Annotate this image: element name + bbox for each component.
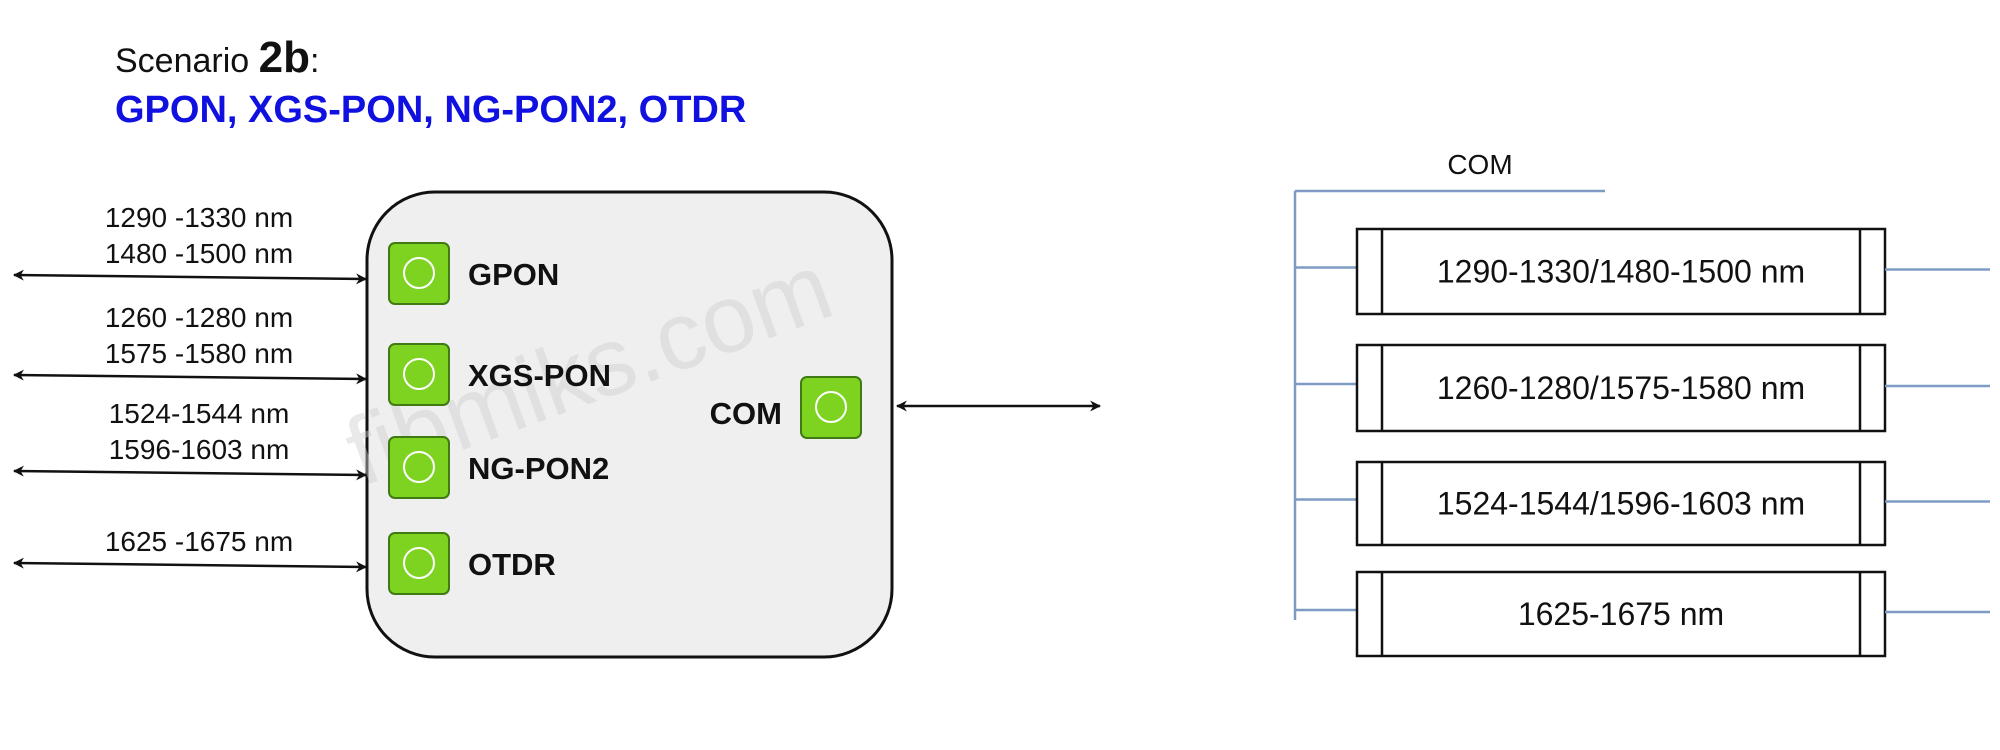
band-label: 1596-1603 nm <box>109 434 290 465</box>
port-row-xgs-pon: 1260 -1280 nm 1575 -1580 nm XGS-PON <box>12 302 611 406</box>
port-row-gpon: 1290 -1330 nm 1480 -1500 nm GPON <box>12 202 559 305</box>
port-connector-gpon[interactable] <box>388 242 450 305</box>
scenario-subtitle: GPON, XGS-PON, NG-PON2, OTDR <box>115 89 746 131</box>
scenario-suffix: : <box>310 42 319 80</box>
port-label-otdr: OTDR <box>468 547 556 582</box>
filter-box <box>1355 570 1887 658</box>
band-label: 1260 -1280 nm <box>105 302 293 333</box>
filter-2: 1260-1280/1575-1580 nm <box>1295 343 1990 433</box>
scenario-prefix: Scenario <box>115 42 259 80</box>
port-row-otdr: 1625 -1675 nm OTDR <box>12 526 556 595</box>
filter-4: 1625-1675 nm <box>1295 570 1990 658</box>
port-connector-ng-pon2[interactable] <box>388 436 450 499</box>
port-label-gpon: GPON <box>468 257 559 292</box>
com-port[interactable] <box>800 376 862 439</box>
band-label: 1480 -1500 nm <box>105 238 293 269</box>
band-label: 1290 -1330 nm <box>105 202 293 233</box>
connector-ring-icon <box>403 547 435 579</box>
connector-ring-icon <box>403 358 435 390</box>
band-label: 1575 -1580 nm <box>105 338 293 369</box>
filter-box <box>1355 227 1887 316</box>
connector-ring-icon <box>815 391 847 423</box>
band-label: 1625 -1675 nm <box>105 526 293 557</box>
port-label-ng-pon2: NG-PON2 <box>468 451 609 486</box>
wdm-module <box>365 190 894 659</box>
filter-label: 1524-1544/1596-1603 nm <box>1437 486 1805 522</box>
filter-1: 1290-1330/1480-1500 nm <box>1295 227 1990 316</box>
filter-label: 1260-1280/1575-1580 nm <box>1437 370 1805 406</box>
signal-arrow <box>12 269 368 285</box>
port-connector-xgs-pon[interactable] <box>388 343 450 406</box>
filter-3: 1524-1544/1596-1603 nm <box>1295 460 1990 547</box>
signal-arrow <box>12 369 368 385</box>
filter-box <box>1355 460 1887 547</box>
com-port-label: COM <box>710 396 782 431</box>
port-label-xgs-pon: XGS-PON <box>468 358 611 393</box>
port-group: 1290 -1330 nm 1480 -1500 nm GPON 1260 -1280… <box>12 202 611 595</box>
connector-ring-icon <box>403 257 435 289</box>
port-row-ng-pon2: 1524-1544 nm 1596-1603 nm NG-PON2 <box>12 398 609 499</box>
com-bus-line <box>1293 189 1605 620</box>
connector-box[interactable] <box>388 532 450 595</box>
port-connector-otdr[interactable] <box>388 532 450 595</box>
scenario-title: Scenario 2b: <box>115 33 319 82</box>
connector-box[interactable] <box>388 436 450 499</box>
connector-box[interactable] <box>388 343 450 406</box>
schematic-com-label: COM <box>1447 149 1512 180</box>
connector-ring-icon <box>403 451 435 483</box>
filter-label: 1290-1330/1480-1500 nm <box>1437 254 1805 290</box>
filter-schematic: 1290-1330/1480-1500 nm 1260-1280/1575-158… <box>1293 189 1990 658</box>
filter-label: 1625-1675 nm <box>1518 596 1724 632</box>
band-label: 1524-1544 nm <box>109 398 290 429</box>
signal-arrow <box>12 557 368 573</box>
scenario-number: 2b <box>259 33 310 82</box>
connector-box[interactable] <box>388 242 450 305</box>
com-port-connector[interactable] <box>800 376 862 439</box>
filter-box <box>1355 343 1887 433</box>
signal-arrow <box>12 465 368 481</box>
